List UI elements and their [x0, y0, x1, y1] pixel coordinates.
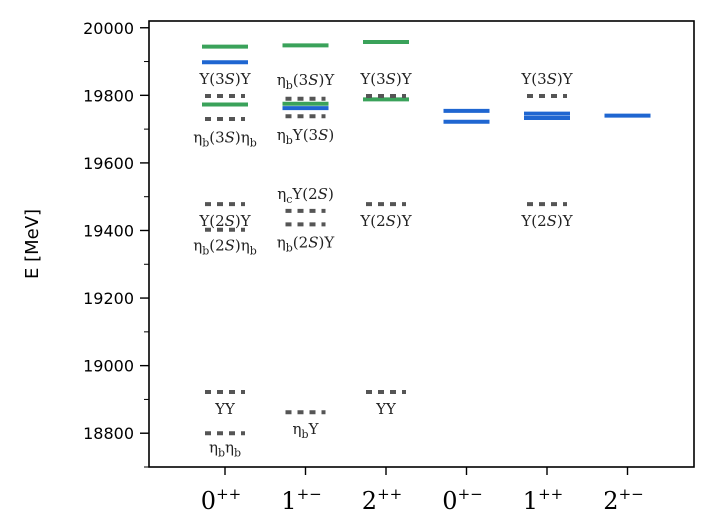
threshold-annotation: ηb(2S)ηb	[193, 237, 257, 258]
category-label: 1++	[523, 485, 563, 515]
threshold-annotation: Υ(2S)Υ	[198, 212, 251, 230]
y-tick-label: 19400	[83, 221, 134, 240]
threshold-annotation: ηb(3S)ηb	[193, 129, 257, 150]
thresholds-layer	[205, 94, 567, 436]
plot-frame	[148, 20, 695, 468]
y-tick-label: 19600	[83, 154, 134, 173]
category-label: 1+−	[281, 485, 321, 515]
threshold-annotation: Υ(2S)Υ	[359, 212, 412, 230]
threshold-annotation: Υ(3S)Υ	[198, 70, 251, 88]
threshold-annotation: Υ(3S)Υ	[359, 70, 412, 88]
y-axis: 18800 19000 19200 19400 19600 19800 20000	[83, 19, 149, 468]
threshold-annotation: ηb(3S)Υ	[277, 71, 336, 92]
y-tick-label: 20000	[83, 19, 134, 38]
threshold-annotation: ηcΥ(2S)	[277, 185, 334, 206]
y-tick-label: 19800	[83, 86, 134, 105]
threshold-annotation: ηbΥ(3S)	[277, 126, 335, 147]
y-tick-label: 19200	[83, 289, 134, 308]
y-tick-label: 18800	[83, 424, 134, 443]
threshold-annotation: ΥΥ	[214, 400, 236, 418]
threshold-annotation: ηbηb	[209, 439, 241, 460]
category-label: 0+−	[442, 485, 482, 515]
x-axis: 0++ 1+− 2++ 0+− 1++ 2+−	[201, 467, 644, 515]
y-tick-label: 19000	[83, 357, 134, 376]
category-label: 2++	[362, 485, 402, 515]
levels-layer	[202, 39, 651, 124]
y-axis-label: E [MeV]	[22, 209, 43, 279]
threshold-annotation: Υ(3S)Υ	[520, 70, 573, 88]
threshold-annotation: ηbΥ	[293, 420, 320, 441]
threshold-annotation: ΥΥ	[375, 400, 397, 418]
category-label: 0++	[201, 485, 241, 515]
threshold-annotation: ηb(2S)Υ	[277, 233, 336, 254]
category-label: 2+−	[603, 485, 643, 515]
threshold-annotation: Υ(2S)Υ	[520, 212, 573, 230]
